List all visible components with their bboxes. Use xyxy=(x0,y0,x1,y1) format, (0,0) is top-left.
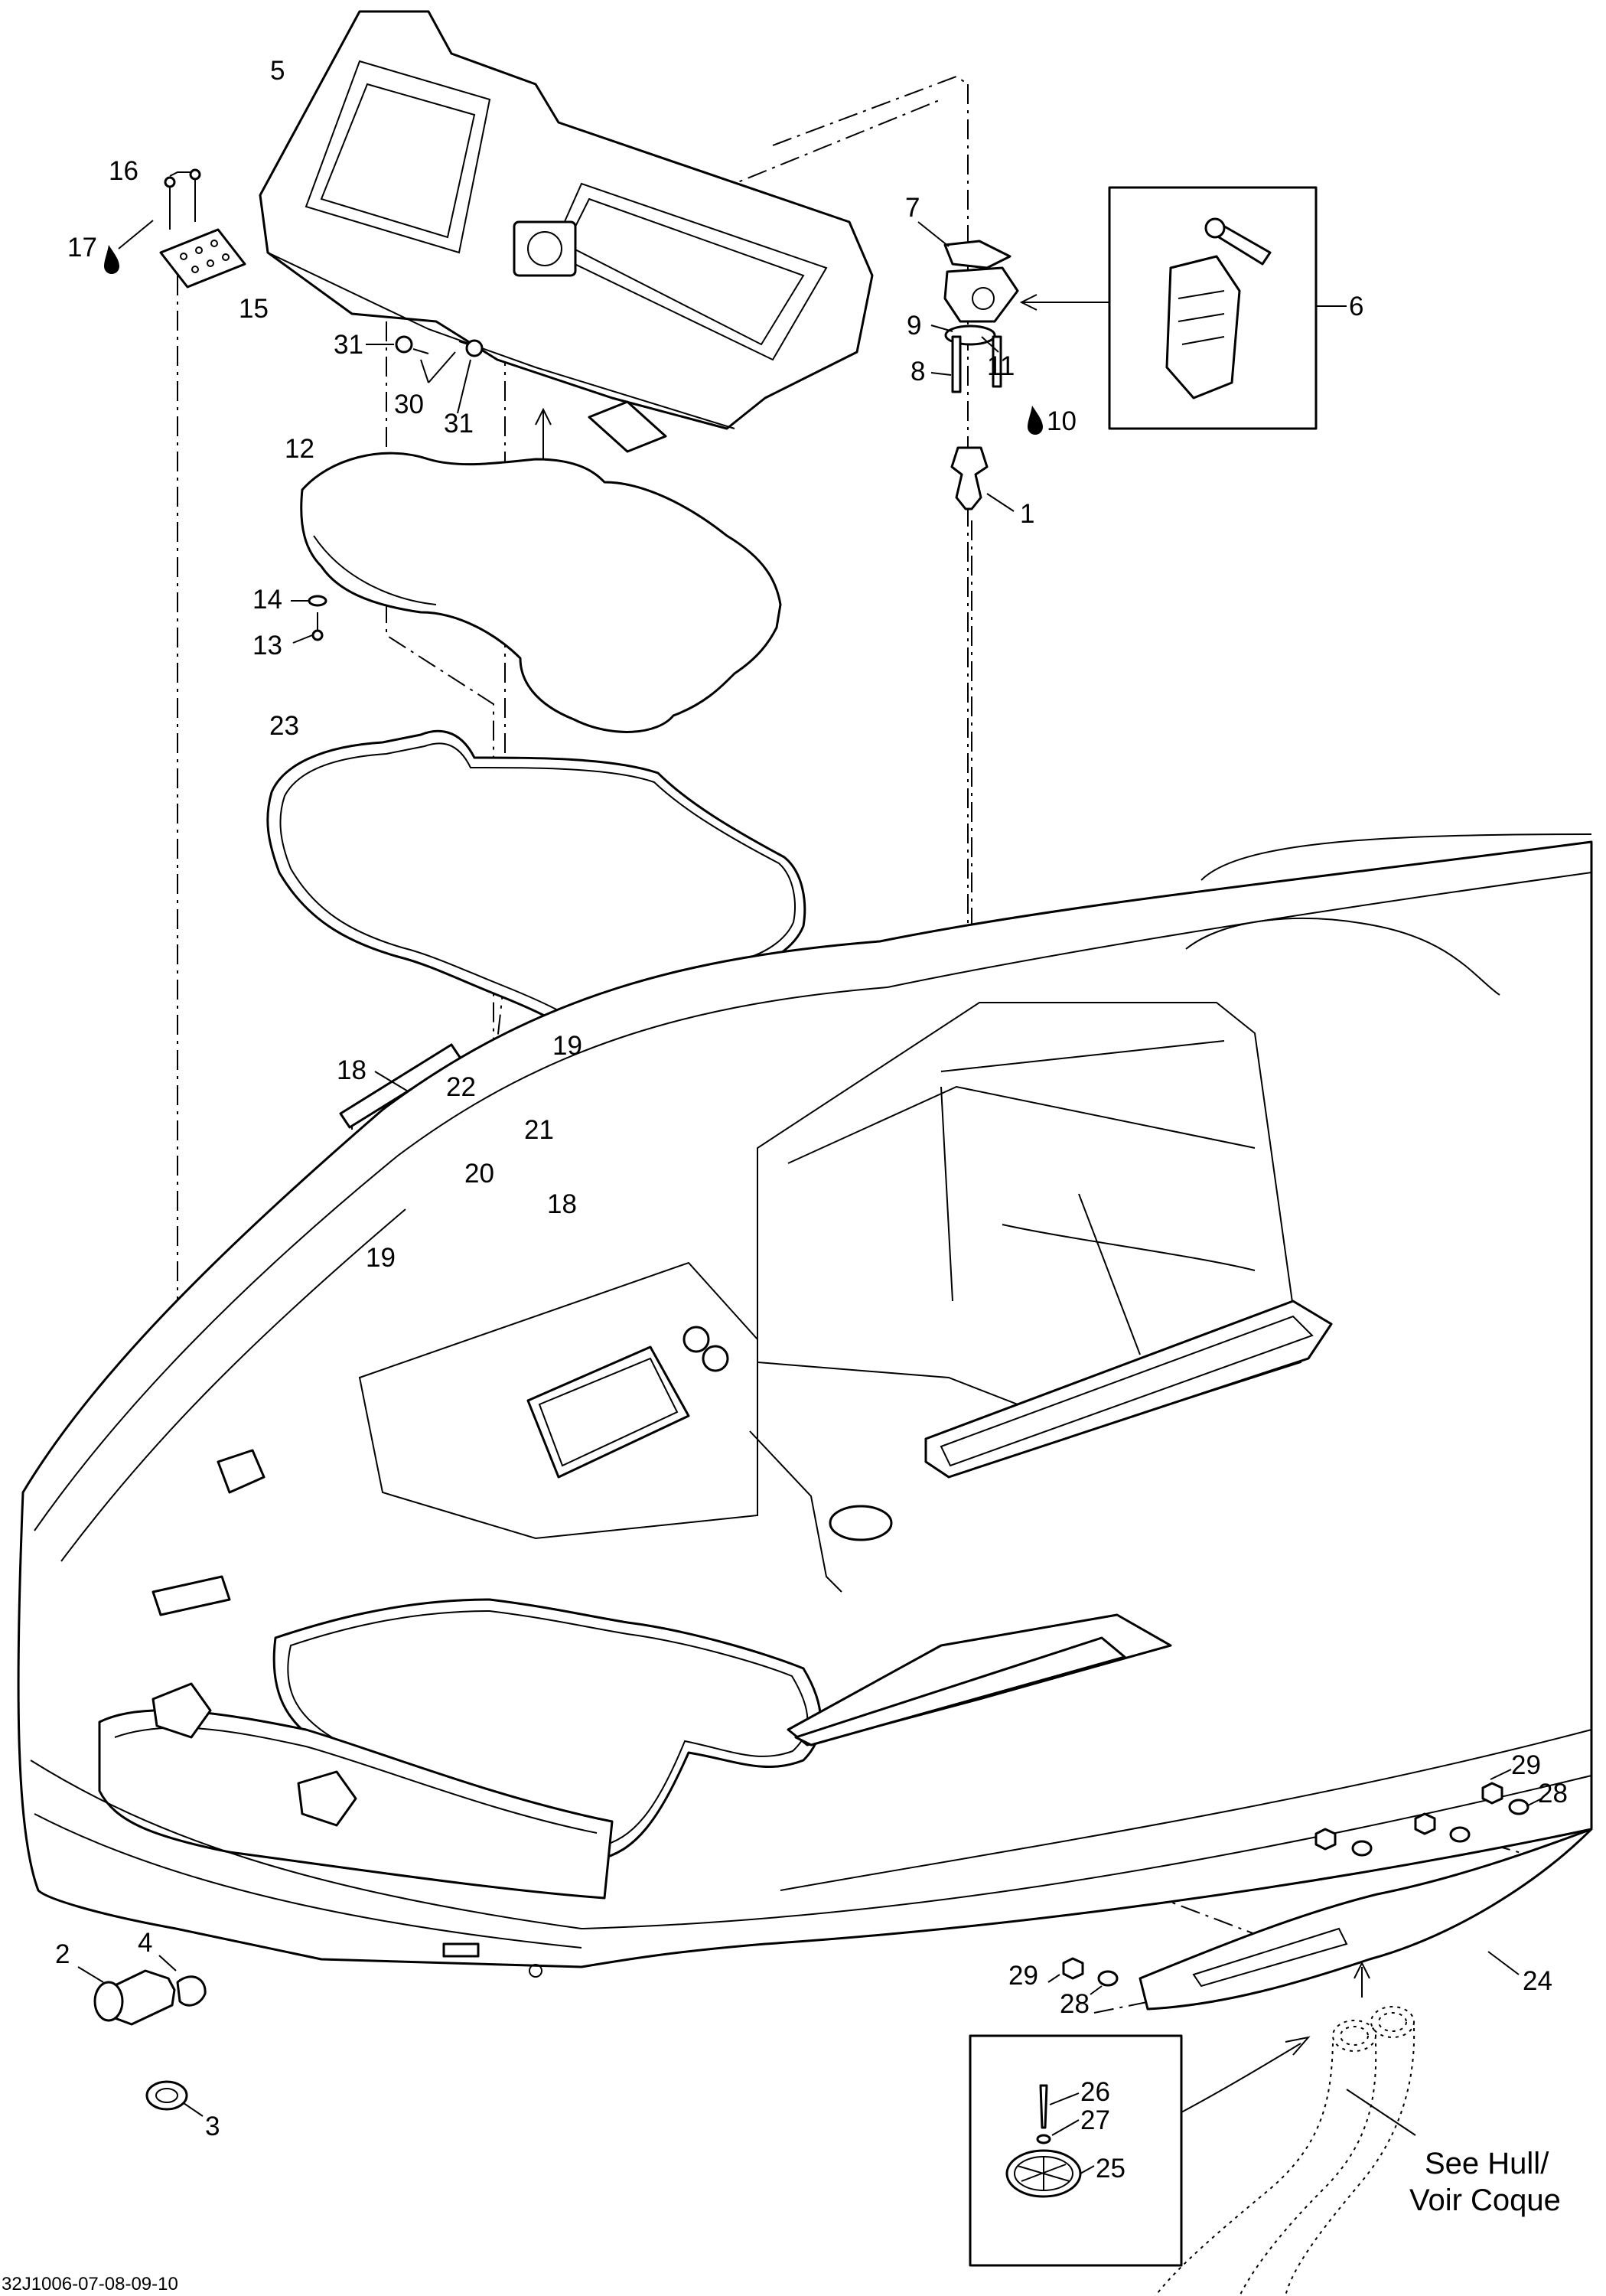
callout-8: 8 xyxy=(911,357,925,386)
watercraft-deck xyxy=(17,833,1593,1978)
callout-19b: 19 xyxy=(366,1243,396,1273)
callout-6: 6 xyxy=(1349,292,1363,321)
callout-3: 3 xyxy=(205,2112,220,2141)
callout-9: 9 xyxy=(907,311,921,341)
callout-30: 30 xyxy=(394,390,424,419)
callout-18b: 18 xyxy=(547,1189,577,1219)
intake-ducts xyxy=(1155,1961,1416,2296)
bin-fasteners xyxy=(366,335,552,566)
callout-7: 7 xyxy=(905,193,920,223)
callout-22: 22 xyxy=(446,1072,476,1102)
mat-fasteners xyxy=(291,595,327,644)
callout-13: 13 xyxy=(252,631,282,660)
callout-11: 11 xyxy=(987,351,1015,381)
callout-2: 2 xyxy=(55,1939,70,1969)
callout-12: 12 xyxy=(285,434,314,464)
hinge-assembly xyxy=(104,168,246,289)
latch-post xyxy=(950,446,1015,512)
callout-1: 1 xyxy=(1020,499,1034,529)
storage-bin xyxy=(259,10,874,453)
reference-code: 32J1006-07-08-09-10 xyxy=(2,2274,178,2294)
see-hull-note-line1: See Hull/ xyxy=(1425,2147,1549,2180)
drain-plug xyxy=(77,1955,207,2117)
drain-detail-box xyxy=(969,2034,1311,2267)
callout-18a: 18 xyxy=(337,1055,366,1085)
latch-detail-box xyxy=(1019,186,1347,430)
callout-labels: 1 2 3 4 5 6 7 8 9 10 11 12 13 14 15 16 1… xyxy=(55,56,1568,2183)
callout-17: 17 xyxy=(67,233,97,263)
callout-29a: 29 xyxy=(1511,1750,1541,1780)
side-grille xyxy=(1139,1828,1593,2011)
callout-26: 26 xyxy=(1080,2077,1110,2107)
callout-29b: 29 xyxy=(1008,1961,1038,1991)
threadlocker-drop-icon-3 xyxy=(1028,406,1043,435)
callout-31a: 31 xyxy=(334,330,363,360)
callout-25: 25 xyxy=(1096,2154,1126,2183)
callout-16: 16 xyxy=(109,156,138,186)
callout-28a: 28 xyxy=(1538,1779,1568,1808)
nuts-washers xyxy=(1047,1769,1542,1995)
callout-20: 20 xyxy=(464,1159,494,1189)
callout-23: 23 xyxy=(269,711,299,741)
latch-assembly xyxy=(917,221,1043,435)
callout-15: 15 xyxy=(239,294,269,324)
callout-5: 5 xyxy=(270,56,285,86)
callout-31b: 31 xyxy=(444,409,474,439)
callout-27: 27 xyxy=(1080,2105,1110,2135)
see-hull-note-line2: Voir Coque xyxy=(1409,2183,1561,2217)
callout-14: 14 xyxy=(252,585,282,615)
callout-28b: 28 xyxy=(1060,1989,1090,2019)
threadlocker-drop-icon xyxy=(104,245,119,274)
callout-10: 10 xyxy=(1047,406,1077,436)
callout-24: 24 xyxy=(1523,1966,1552,1996)
callout-21: 21 xyxy=(524,1115,554,1145)
callout-19a: 19 xyxy=(552,1031,582,1061)
bin-mat xyxy=(300,452,782,733)
callout-4: 4 xyxy=(138,1928,152,1958)
